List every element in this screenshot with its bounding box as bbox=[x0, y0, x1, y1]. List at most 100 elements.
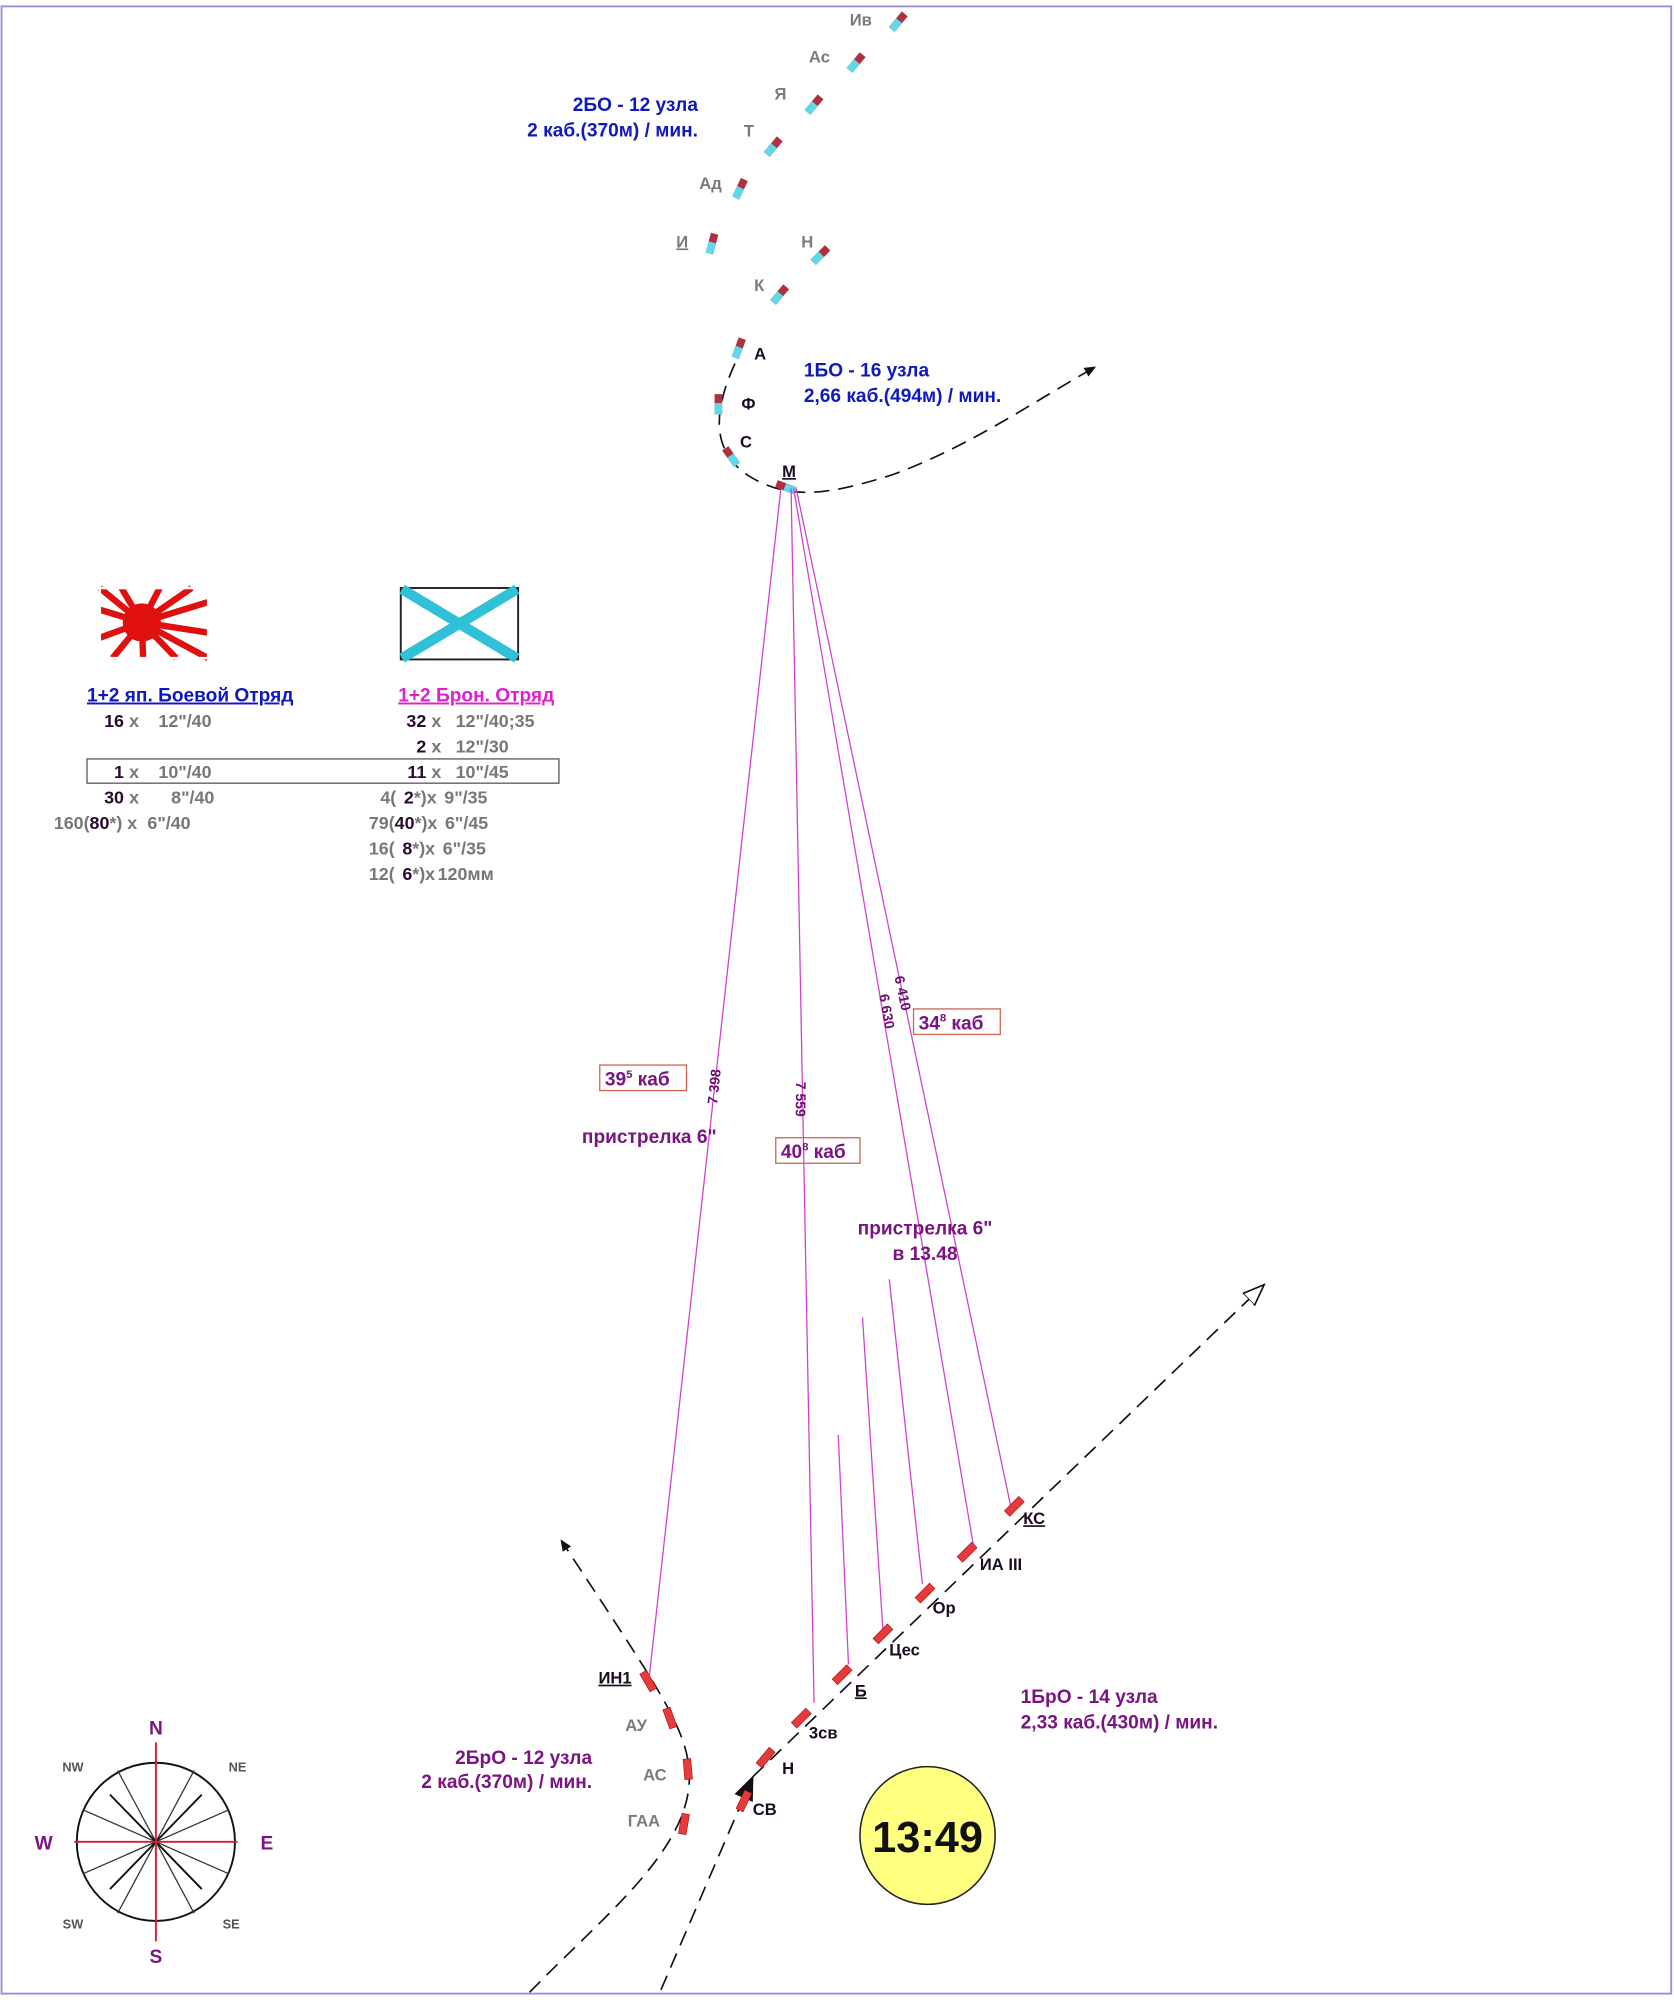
left-table-title: 1+2 яп. Боевой Отряд bbox=[87, 686, 293, 707]
group-1bro-title: 1БрО - 14 узла bbox=[1021, 1687, 1158, 1708]
ship-label: ИА III bbox=[980, 1555, 1022, 1574]
compass-rose: N S W E NW NE SW SE bbox=[35, 1719, 274, 1968]
track-1bro-approach bbox=[660, 1775, 754, 1991]
ship-icon bbox=[810, 245, 831, 266]
table-cell: 16 bbox=[104, 711, 124, 731]
compass-ne: NE bbox=[229, 1760, 247, 1775]
ship-icon bbox=[639, 1670, 657, 1693]
table-cell: 1 bbox=[114, 762, 124, 782]
ship-icon bbox=[735, 1789, 752, 1813]
ship-label: АУ bbox=[625, 1716, 647, 1735]
track-1bo bbox=[718, 363, 1097, 494]
armament-table: 1+2 яп. Боевой Отряд 1+2 Брон. Отряд 16 … bbox=[54, 686, 560, 884]
page-border bbox=[0, 5, 1673, 1995]
ship-label: Я bbox=[775, 84, 787, 103]
ship-label: Цес bbox=[889, 1641, 920, 1660]
table-cell: x bbox=[431, 711, 441, 731]
table-cell: 30 bbox=[104, 788, 124, 808]
fire-line bbox=[837, 1434, 850, 1665]
ship-label: Н bbox=[801, 232, 813, 251]
ship-icon bbox=[705, 232, 719, 255]
ship-label: АС bbox=[643, 1766, 667, 1785]
table-cell: x bbox=[129, 788, 139, 808]
ship-label: Б bbox=[855, 1681, 867, 1700]
ship-icon bbox=[804, 94, 824, 115]
time-badge: 13:49 bbox=[859, 1765, 996, 1906]
ship-icon bbox=[846, 52, 866, 73]
ship-label: 3св bbox=[809, 1724, 838, 1743]
table-cell: x bbox=[431, 762, 441, 782]
table-cell: 10"/45 bbox=[456, 762, 509, 782]
ship-label: КС bbox=[1023, 1509, 1045, 1528]
group-2bo-title: 2БО - 12 узла bbox=[573, 95, 699, 116]
ship-icon bbox=[722, 446, 741, 468]
ship-label: Т bbox=[744, 121, 754, 140]
group-1bo-speed: 2,66 каб.(494м) / мин. bbox=[804, 386, 1001, 407]
table-cell: x bbox=[129, 711, 139, 731]
japanese-flag bbox=[97, 585, 210, 661]
fire-line bbox=[790, 488, 815, 1703]
table-cell: x bbox=[129, 762, 139, 782]
russian-flag bbox=[399, 584, 520, 663]
ship-label: Н bbox=[782, 1759, 794, 1778]
compass-se: SE bbox=[223, 1917, 240, 1932]
ship-icon bbox=[888, 11, 908, 32]
ship-label: ИН1 bbox=[598, 1669, 631, 1688]
ranging-note: пристрелка 6" bbox=[858, 1219, 993, 1240]
group-2bo: 2БО - 12 узла 2 каб.(370м) / мин. Ив Ас … bbox=[527, 11, 908, 305]
fire-line bbox=[648, 488, 782, 1675]
ship-label: М bbox=[782, 462, 796, 481]
time-label: 13:49 bbox=[872, 1814, 983, 1862]
compass-east: E bbox=[260, 1833, 273, 1854]
ship-label: Ад bbox=[699, 174, 722, 193]
fire-line bbox=[888, 1279, 924, 1585]
ship-icon bbox=[770, 284, 790, 305]
compass-nw: NW bbox=[62, 1760, 84, 1775]
ship-label: СВ bbox=[753, 1800, 777, 1819]
ship-icon bbox=[831, 1664, 853, 1685]
compass-north: N bbox=[149, 1719, 163, 1740]
highlight-row-box bbox=[86, 758, 560, 784]
ship-label: С bbox=[740, 433, 752, 452]
distance-label: 7 398 bbox=[704, 1068, 724, 1105]
compass-west: W bbox=[35, 1833, 54, 1854]
group-1bo-title: 1БО - 16 узла bbox=[804, 360, 930, 381]
ship-label: А bbox=[754, 345, 766, 364]
ship-icon bbox=[775, 480, 797, 495]
distance-label: 6 410 bbox=[891, 974, 914, 1012]
table-cell: x bbox=[431, 737, 441, 757]
ship-label: Ор bbox=[933, 1599, 956, 1618]
ship-icon bbox=[1004, 1496, 1025, 1517]
group-1bro-speed: 2,33 каб.(430м) / мин. bbox=[1021, 1712, 1218, 1733]
ship-label: Ф bbox=[741, 394, 755, 413]
compass-sw: SW bbox=[63, 1917, 85, 1932]
right-table-title: 1+2 Брон. Отряд bbox=[398, 686, 554, 707]
ship-icon bbox=[732, 177, 748, 200]
table-cell: 12"/30 bbox=[456, 737, 509, 757]
ship-icon bbox=[731, 337, 746, 360]
ranging-note: пристрелка 6" bbox=[582, 1127, 717, 1148]
fire-line bbox=[795, 488, 1012, 1506]
group-2bro-title: 2БрО - 12 узла bbox=[455, 1748, 592, 1769]
table-cell: 10"/40 bbox=[158, 762, 211, 782]
ship-icon bbox=[714, 394, 723, 415]
distance-label: 6 630 bbox=[876, 993, 898, 1031]
table-cell: 8"/40 bbox=[171, 788, 214, 808]
ship-icon bbox=[956, 1542, 978, 1563]
group-2bro-speed: 2 каб.(370м) / мин. bbox=[421, 1772, 592, 1793]
ship-label: ГАА bbox=[628, 1812, 660, 1831]
fire-line bbox=[793, 488, 975, 1547]
fire-line bbox=[861, 1317, 884, 1631]
